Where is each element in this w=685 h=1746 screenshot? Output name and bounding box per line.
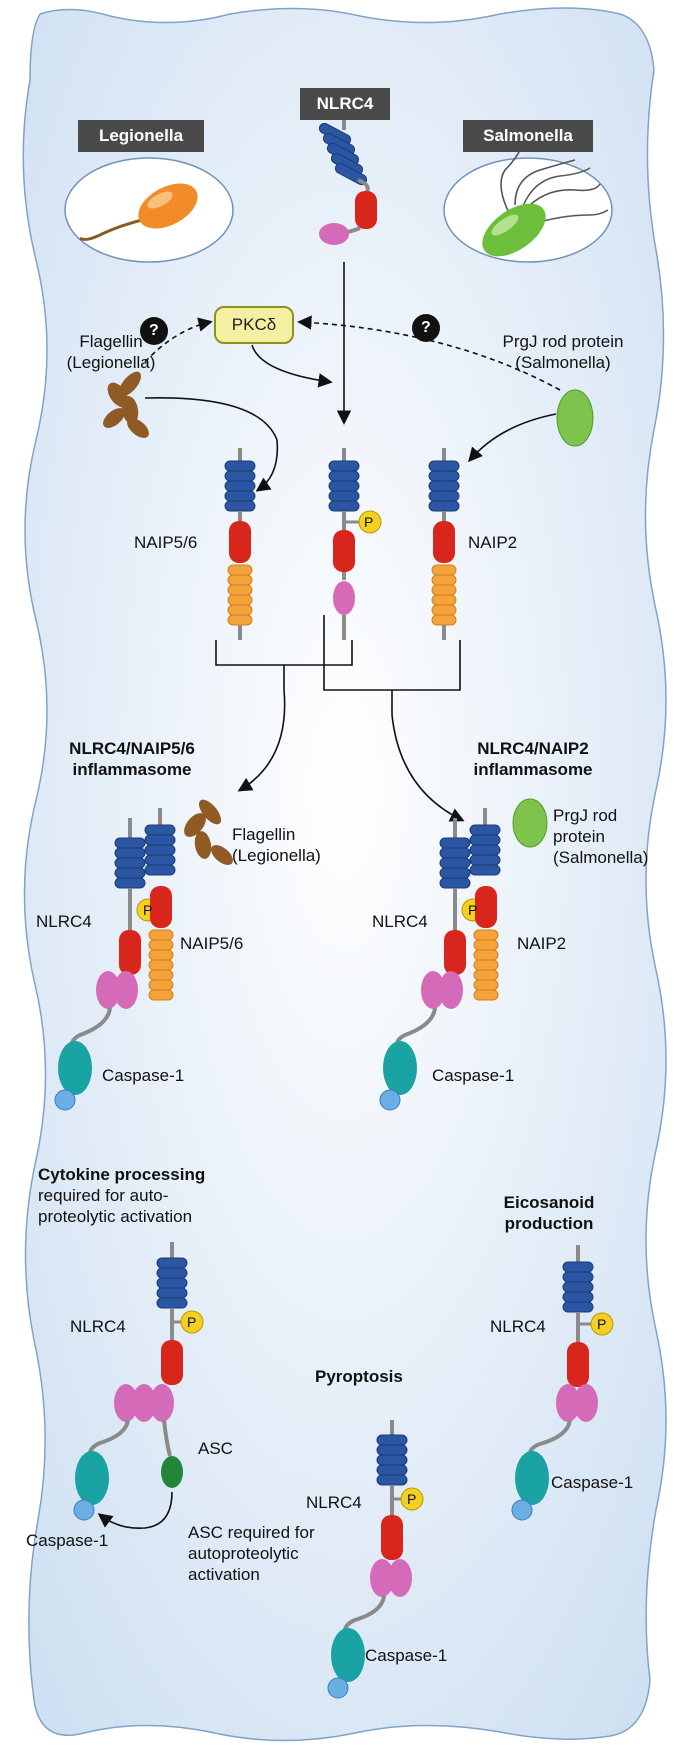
right-inflammasome-arrow	[391, 714, 465, 822]
asc-note: ASC required for autoproteolytic activat…	[188, 1522, 315, 1585]
asc-note-line2: autoproteolytic	[188, 1544, 299, 1563]
naip56-receptor	[224, 448, 256, 640]
prgj-label-line2: (Salmonella)	[515, 353, 611, 372]
flagellin-to-naip56-arrow	[144, 397, 279, 492]
right-prgj-line3: (Salmonella)	[553, 848, 649, 867]
cytokine-nlrc4-label: NLRC4	[70, 1317, 126, 1336]
prgj-label-top: PrgJ rod protein (Salmonella)	[488, 331, 638, 373]
right-prgj-line2: protein	[553, 827, 605, 846]
prgj-label-line1: PrgJ rod protein	[502, 332, 624, 351]
left-title-line2: inflammasome	[72, 760, 192, 779]
right-title-line2: inflammasome	[473, 760, 593, 779]
pkc-to-nlrc4-arrow	[251, 344, 333, 388]
left-inflammasome-arrow	[237, 689, 286, 792]
legionella-tag: Legionella	[78, 120, 204, 152]
asc-note-line1: ASC required for	[188, 1523, 315, 1542]
question-mark-right: ?	[421, 319, 431, 336]
cytokine-title: Cytokine processing	[38, 1165, 206, 1184]
salmonella-flagella	[500, 149, 609, 226]
right-inflammasome-title: NLRC4/NAIP2 inflammasome	[458, 738, 608, 780]
cytokine-processing-complex	[73, 1242, 204, 1530]
phospho-label-right: P	[468, 902, 478, 918]
right-caspase-label: Caspase-1	[432, 1066, 515, 1085]
right-title-line1: NLRC4/NAIP2	[477, 739, 589, 758]
pyroptosis-heading: Pyroptosis	[315, 1367, 403, 1386]
pyroptosis-complex	[327, 1420, 424, 1699]
left-title-line1: NLRC4/NAIP5/6	[69, 739, 195, 758]
eicosanoid-caspase-label: Caspase-1	[551, 1473, 634, 1492]
right-inflammasome	[379, 798, 548, 1111]
asc-note-line3: activation	[188, 1565, 260, 1584]
cytokine-processing-heading: Cytokine processing required for auto- p…	[38, 1164, 205, 1227]
flagellin-top	[103, 371, 149, 438]
pkc-delta-box: PKCδ	[214, 306, 294, 344]
cytokine-sub1: required for auto-	[38, 1186, 169, 1205]
prgj-to-naip2-arrow	[468, 413, 557, 463]
eicosanoid-line1: Eicosanoid	[503, 1193, 595, 1212]
left-naip56-label: NAIP5/6	[180, 934, 244, 953]
naip2-receptor	[428, 448, 460, 640]
flagellin-label-top: Flagellin (Legionella)	[56, 331, 166, 373]
left-nlrc4-label: NLRC4	[36, 912, 92, 931]
flagellin-label-line1: Flagellin	[79, 332, 143, 351]
naip2-label: NAIP2	[468, 533, 518, 552]
eicosanoid-heading: Eicosanoid production	[494, 1192, 604, 1234]
right-prgj-label: PrgJ rod protein (Salmonella)	[553, 805, 648, 868]
left-inflammasome	[54, 799, 233, 1111]
left-flagellin-line1: Flagellin	[232, 825, 296, 844]
phospho-label-left: P	[143, 902, 153, 918]
phospho-icon-cytokine	[180, 1310, 204, 1334]
left-caspase-label: Caspase-1	[102, 1066, 185, 1085]
legionella-flagellum	[79, 216, 151, 241]
phospho-label-middle: P	[364, 514, 374, 530]
flagellin-label-line2: (Legionella)	[66, 353, 156, 372]
right-nlrc4-label: NLRC4	[372, 912, 428, 931]
phospho-label-cytokine: P	[187, 1314, 197, 1330]
right-prgj-line1: PrgJ rod	[553, 806, 618, 825]
cytokine-sub2: proteolytic activation	[38, 1207, 193, 1226]
legionella-highlight	[147, 191, 173, 209]
salmonella-bacterium	[482, 203, 546, 257]
phospho-icon-pyroptosis	[400, 1487, 424, 1511]
left-flagellin-line2: (Legionella)	[232, 846, 321, 865]
pyroptosis-caspase-label: Caspase-1	[365, 1646, 448, 1665]
flagellin-to-pkc-arrow	[144, 317, 213, 363]
asc-label: ASC	[198, 1439, 233, 1458]
prgj-top	[556, 389, 594, 447]
phospho-label-eicosanoid: P	[597, 1316, 607, 1332]
question-mark-left: ?	[149, 322, 159, 339]
question-icon-right	[412, 314, 440, 342]
left-inflammasome-title: NLRC4/NAIP5/6 inflammasome	[42, 738, 222, 780]
eicosanoid-complex	[511, 1245, 614, 1521]
nlrc4-top-structure	[318, 115, 377, 245]
cytokine-caspase-label: Caspase-1	[26, 1531, 109, 1550]
naip56-label: NAIP5/6	[134, 533, 198, 552]
phospho-icon-middle	[358, 510, 382, 534]
nlrc4-tag: NLRC4	[300, 88, 390, 120]
salmonella-highlight	[491, 214, 519, 236]
prgj-to-pkc-arrow	[297, 315, 561, 391]
salmonella-tag: Salmonella	[463, 120, 593, 152]
bracket-left-combine	[215, 640, 353, 690]
legionella-bacterium	[138, 183, 198, 229]
question-icon-left	[140, 317, 168, 345]
bracket-right-combine	[323, 615, 461, 715]
asc-icon	[161, 1456, 183, 1488]
eicosanoid-line2: production	[504, 1214, 594, 1233]
left-flagellin-label: Flagellin (Legionella)	[232, 824, 321, 866]
nlrc4-middle-receptor	[328, 448, 382, 640]
right-naip2-label: NAIP2	[517, 934, 567, 953]
phospho-label-pyroptosis: P	[407, 1491, 417, 1507]
pyroptosis-nlrc4-label: NLRC4	[306, 1493, 362, 1512]
phospho-icon-eicosanoid	[590, 1312, 614, 1336]
asc-to-caspase-arrow	[97, 1491, 173, 1530]
eicosanoid-nlrc4-label: NLRC4	[490, 1317, 546, 1336]
